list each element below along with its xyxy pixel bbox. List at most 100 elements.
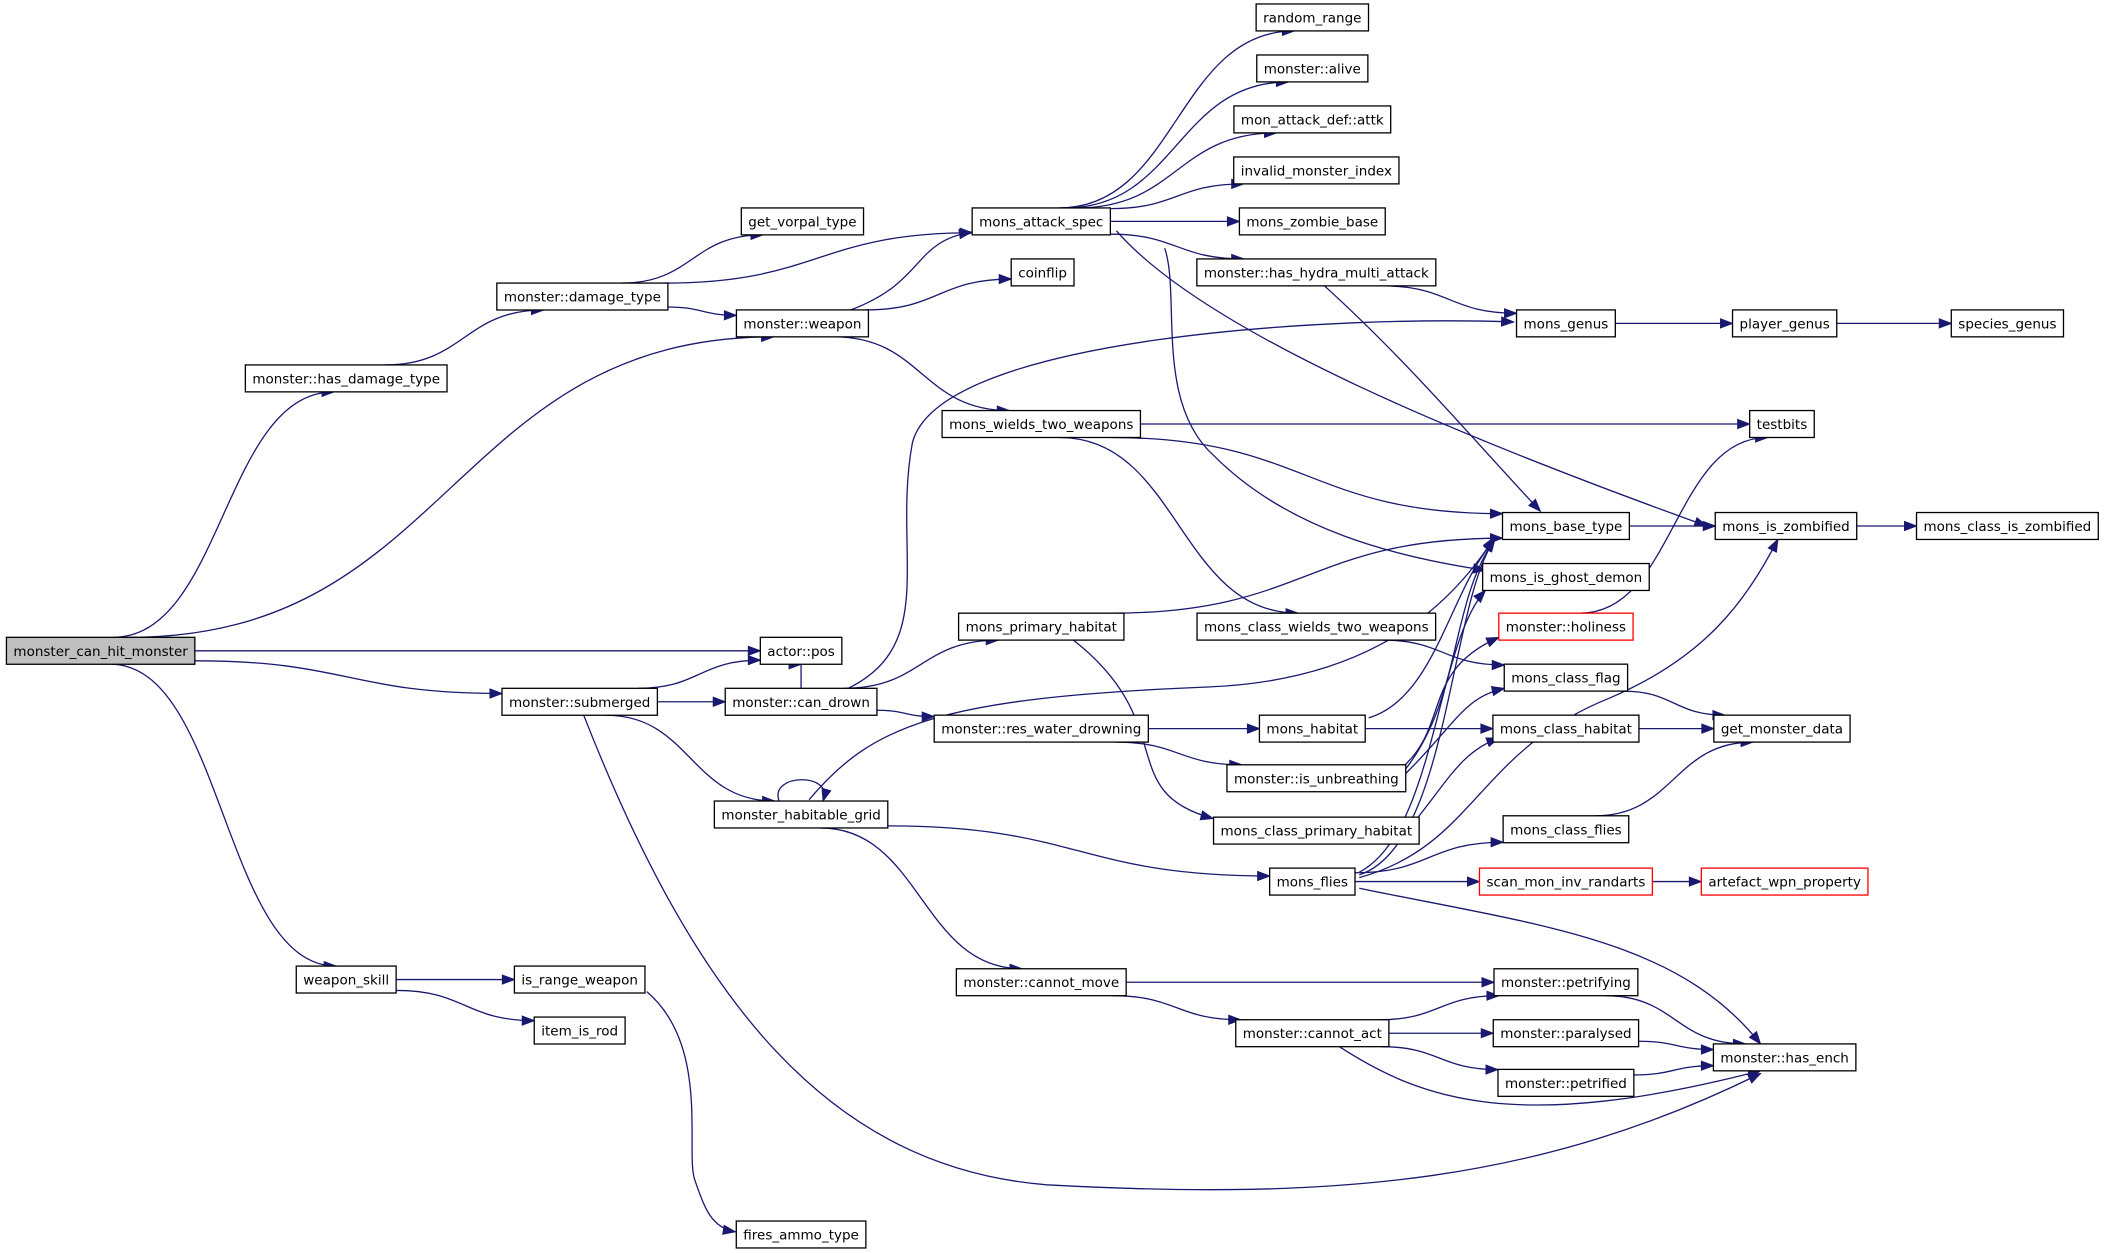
node-box [724, 687, 878, 716]
edge-line [110, 663, 337, 967]
node-label: is_range_weapon [521, 973, 638, 989]
edge-line [1111, 537, 1503, 614]
node-can-drown[interactable]: monster::can_drown [724, 687, 878, 716]
node-mons-class-primary-habitat[interactable]: mons_class_primary_habitat [1212, 816, 1420, 845]
node-get-monster-data[interactable]: get_monster_data [1713, 714, 1851, 743]
node-damage-type[interactable]: monster::damage_type [496, 282, 669, 311]
node-box [735, 1220, 867, 1249]
edge-monster-habitable-grid-to-mons-base-type [808, 535, 1496, 801]
edge-has-hydra-multi-attack-to-mons-genus [1382, 285, 1518, 319]
edge-mons-class-wields-two-weapons-to-mons-class-flag [1382, 639, 1506, 671]
node-petrifying[interactable]: monster::petrifying [1493, 968, 1639, 997]
edge-paralysed-to-has-ench [1638, 1040, 1715, 1055]
node-res-water-drowning[interactable]: monster::res_water_drowning [933, 714, 1149, 743]
node-paralysed[interactable]: monster::paralysed [1492, 1019, 1640, 1048]
edge-arrowhead [1748, 1030, 1762, 1046]
node-mons-class-wields-two-weapons[interactable]: mons_class_wields_two_weapons [1196, 612, 1437, 641]
node-is-range-weapon[interactable]: is_range_weapon [513, 965, 646, 994]
edge-arrowhead [1480, 1027, 1495, 1039]
node-has-ench[interactable]: monster::has_ench [1712, 1043, 1857, 1072]
edge-mons-wields-two-weapons-to-testbits [1140, 418, 1752, 430]
node-petrified[interactable]: monster::petrified [1497, 1068, 1635, 1097]
node-cannot-act[interactable]: monster::cannot_act [1235, 1019, 1390, 1048]
node-label: mon_attack_def::attk [1241, 112, 1384, 128]
edge-has-damage-type-to-damage-type [385, 304, 545, 366]
node-box [496, 282, 669, 311]
node-invalid-monster-index[interactable]: invalid_monster_index [1233, 156, 1400, 185]
node-monster-habitable-grid[interactable]: monster_habitable_grid [713, 800, 889, 829]
edge-mons-attack-spec-to-alive [1065, 76, 1290, 209]
node-label: scan_mon_inv_randarts [1486, 875, 1645, 891]
node-mons-flies[interactable]: mons_flies [1268, 867, 1356, 896]
node-box [1238, 207, 1386, 236]
node-mons-genus[interactable]: mons_genus [1515, 309, 1616, 338]
node-mons-is-zombified[interactable]: mons_is_zombified [1714, 511, 1858, 541]
edge-arrowhead [1485, 1064, 1500, 1075]
node-mons-primary-habitat[interactable]: mons_primary_habitat [957, 612, 1125, 641]
node-mons-is-ghost-demon[interactable]: mons_is_ghost_demon [1481, 562, 1650, 592]
node-get-vorpal-type[interactable]: get_vorpal_type [740, 207, 865, 236]
node-holiness[interactable]: monster::holiness [1498, 612, 1634, 641]
node-testbits[interactable]: testbits [1749, 409, 1815, 439]
node-attk[interactable]: mon_attack_def::attk [1233, 105, 1392, 134]
node-is-unbreathing[interactable]: monster::is_unbreathing [1226, 764, 1407, 793]
node-label: monster::damage_type [504, 290, 661, 306]
node-label: monster::can_drown [732, 695, 870, 711]
edge-line [1359, 887, 1762, 1045]
node-box [1492, 1019, 1640, 1048]
node-box [1498, 612, 1634, 641]
edge-arrowhead [1486, 990, 1501, 1001]
node-submerged[interactable]: monster::submerged [501, 687, 659, 716]
node-weapon[interactable]: monster::weapon [735, 309, 870, 338]
edge-line [1381, 1046, 1498, 1071]
node-mons-zombie-base[interactable]: mons_zombie_base [1238, 207, 1386, 236]
node-label: monster_habitable_grid [721, 807, 880, 823]
node-actor-pos[interactable]: actor::pos [759, 636, 843, 665]
node-label: get_monster_data [1721, 722, 1843, 738]
node-scan-mon-inv-randarts[interactable]: scan_mon_inv_randarts [1478, 867, 1654, 896]
edge-mons-genus-to-player-genus [1615, 318, 1734, 329]
node-mons-class-habitat[interactable]: mons_class_habitat [1492, 714, 1640, 743]
edge-cannot-act-to-petrified [1381, 1046, 1500, 1075]
node-label: mons_wields_two_weapons [949, 417, 1133, 433]
edge-cannot-act-to-paralysed [1388, 1027, 1495, 1039]
edge-line [583, 714, 1761, 1191]
node-label: mons_class_is_zombified [1924, 519, 2092, 535]
edge-line [834, 336, 1010, 412]
node-monster-can-hit-monster[interactable]: monster_can_hit_monster [5, 636, 196, 665]
node-mons-class-is-zombified[interactable]: mons_class_is_zombified [1915, 511, 2099, 541]
node-cannot-move[interactable]: monster::cannot_move [955, 968, 1127, 997]
node-mons-class-flag[interactable]: mons_class_flag [1503, 663, 1629, 692]
node-mons-attack-spec[interactable]: mons_attack_spec [971, 207, 1112, 236]
edge-mons-flies-to-has-ench [1359, 887, 1762, 1046]
node-mons-wields-two-weapons[interactable]: mons_wields_two_weapons [941, 409, 1142, 439]
node-mons-class-flies[interactable]: mons_class_flies [1502, 815, 1630, 844]
node-item-is-rod[interactable]: item_is_rod [533, 1016, 626, 1045]
node-box [533, 1016, 626, 1045]
edge-line [1164, 247, 1486, 571]
edge-line [844, 639, 999, 689]
node-label: mons_class_primary_habitat [1221, 824, 1413, 840]
node-artefact-wpn-property[interactable]: artefact_wpn_property [1700, 867, 1869, 896]
edge-line [1073, 639, 1214, 820]
node-label: monster::cannot_move [963, 975, 1119, 991]
node-has-damage-type[interactable]: monster::has_damage_type [244, 364, 448, 393]
node-coinflip[interactable]: coinflip [1010, 258, 1075, 287]
edge-petrified-to-has-ench [1633, 1060, 1715, 1076]
node-random-range[interactable]: random_range [1255, 3, 1370, 32]
edge-arrowhead [998, 273, 1013, 285]
node-box [1712, 1043, 1857, 1072]
node-fires-ammo-type[interactable]: fires_ammo_type [735, 1220, 867, 1249]
node-mons-habitat[interactable]: mons_habitat [1258, 714, 1366, 743]
node-box [1950, 309, 2065, 338]
node-species-genus[interactable]: species_genus [1950, 309, 2065, 338]
node-player-genus[interactable]: player_genus [1731, 309, 1838, 338]
node-weapon-skill[interactable]: weapon_skill [295, 965, 397, 994]
node-has-hydra-multi-attack[interactable]: monster::has_hydra_multi_attack [1196, 258, 1437, 287]
edge-monster-can-hit-monster-to-weapon [129, 331, 775, 638]
node-mons-base-type[interactable]: mons_base_type [1501, 511, 1630, 541]
edge-cannot-move-to-cannot-act [1112, 995, 1243, 1025]
node-alive[interactable]: monster::alive [1256, 54, 1369, 83]
edge-line [385, 309, 544, 366]
